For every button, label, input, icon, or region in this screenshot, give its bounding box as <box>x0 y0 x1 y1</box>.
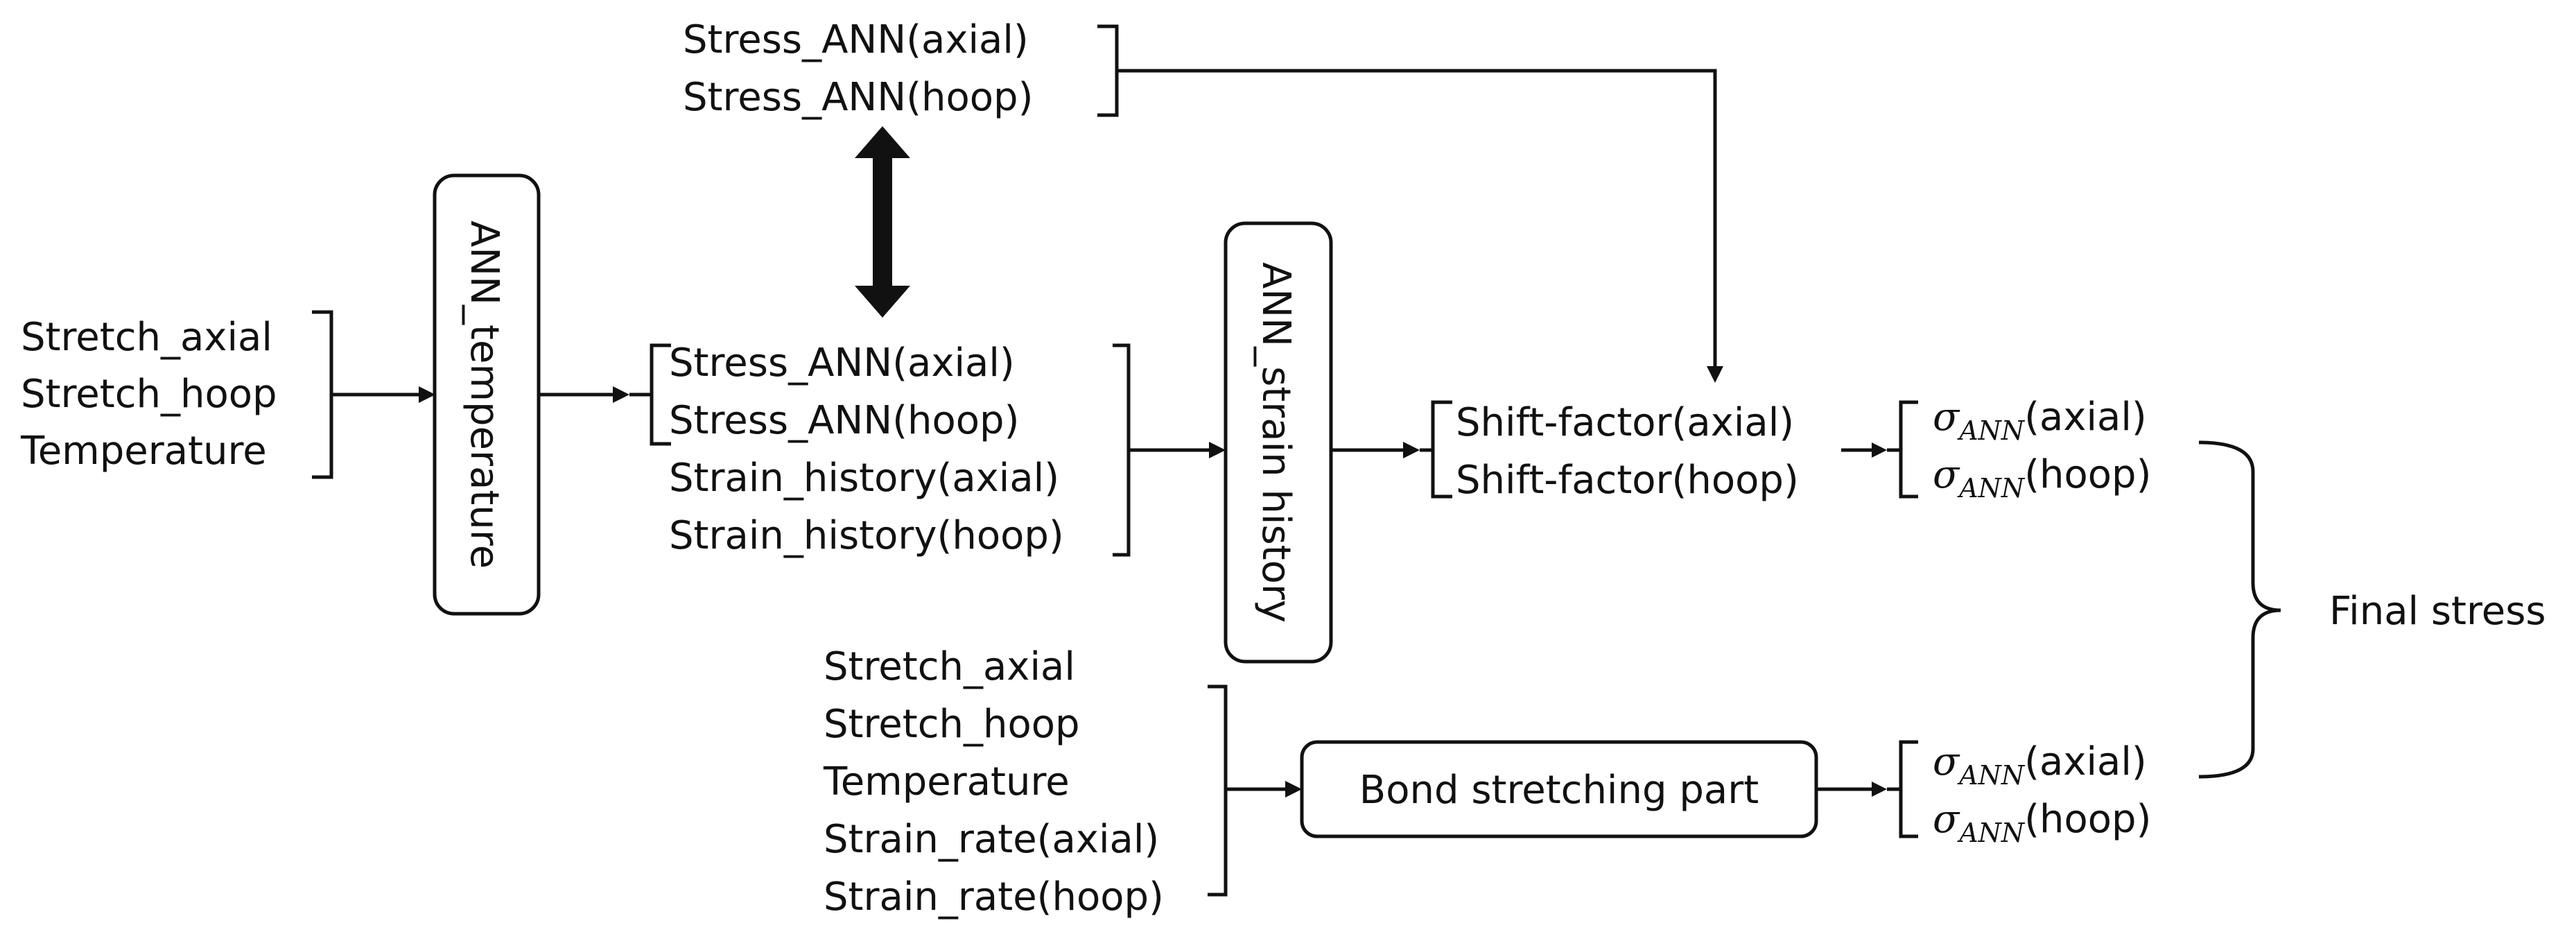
arrowhead-shift-factor-top <box>1707 366 1723 383</box>
middle-group-right-bracket <box>1113 343 1137 557</box>
final-stress-label: Final stress <box>2329 589 2546 634</box>
shift-factor-axial: Shift-factor(axial) <box>1456 400 1794 445</box>
input-stretch-hoop: Stretch_hoop <box>21 372 277 417</box>
top-outputs-bracket <box>1097 24 1717 368</box>
final-brace <box>2198 440 2281 779</box>
bond-input-strain-rate-axial: Strain_rate(axial) <box>824 817 1159 862</box>
shift-factors: Shift-factor(axial) Shift-factor(hoop) <box>1456 400 1799 503</box>
bond-input-stretch-axial: Stretch_axial <box>824 644 1075 689</box>
ann-strain-history-label: ANN_strain history <box>1253 262 1298 623</box>
top-outputs: Stress_ANN(axial) Stress_ANN(hoop) <box>683 17 1033 120</box>
sigma-lower: σANN(axial) σANN(hoop) <box>1933 739 2151 848</box>
top-stress-ann-hoop: Stress_ANN(hoop) <box>683 75 1033 120</box>
bond-stretching-label: Bond stretching part <box>1359 768 1759 813</box>
sigma-lower-left-bracket <box>1887 740 1918 838</box>
left-inputs: Stretch_axial Stretch_hoop Temperature <box>20 315 277 474</box>
sigma-lower-axial: σANN(axial) <box>1933 739 2147 791</box>
arrowhead-middle-group <box>613 386 629 403</box>
input-temperature: Temperature <box>20 429 267 474</box>
double-arrow <box>855 126 910 318</box>
arrowhead-ann-strain-history <box>1209 442 1226 458</box>
arrowhead-bond-box <box>1285 781 1302 798</box>
bond-input-strain-rate-hoop: Strain_rate(hoop) <box>824 874 1164 920</box>
ann-temperature-label: ANN_temperature <box>462 221 507 569</box>
sigma-upper-hoop: σANN(hoop) <box>1933 452 2151 503</box>
bond-inputs: Stretch_axial Stretch_hoop Temperature S… <box>823 644 1164 920</box>
left-inputs-bracket <box>312 310 340 479</box>
top-stress-ann-axial: Stress_ANN(axial) <box>683 17 1029 62</box>
bond-input-stretch-hoop: Stretch_hoop <box>824 702 1080 747</box>
arrowhead-shift-factors <box>1403 442 1420 458</box>
arrowhead-sigma-lower <box>1872 782 1887 797</box>
middle-strain-history-axial: Strain_history(axial) <box>669 456 1059 501</box>
sigma-upper: σANN(axial) σANN(hoop) <box>1933 395 2151 503</box>
shift-factor-hoop: Shift-factor(hoop) <box>1456 458 1799 503</box>
ann-strain-history-box <box>1224 221 1333 664</box>
middle-strain-history-hoop: Strain_history(hoop) <box>669 513 1064 558</box>
sigma-lower-hoop: σANN(hoop) <box>1933 797 2151 848</box>
middle-group: Stress_ANN(axial) Stress_ANN(hoop) Strai… <box>669 341 1064 558</box>
middle-stress-ann-axial: Stress_ANN(axial) <box>669 341 1015 386</box>
bond-inputs-bracket <box>1208 684 1234 897</box>
sigma-upper-axial: σANN(axial) <box>1933 395 2147 446</box>
bond-input-temperature: Temperature <box>823 759 1070 804</box>
arrowhead-ann-temperature <box>419 386 435 403</box>
middle-group-left-bracket <box>629 343 671 446</box>
input-stretch-axial: Stretch_axial <box>21 315 272 360</box>
middle-stress-ann-hoop: Stress_ANN(hoop) <box>669 398 1019 443</box>
arrowhead-sigma-upper <box>1872 442 1887 458</box>
sigma-upper-left-bracket <box>1887 400 1918 499</box>
shift-factors-left-bracket <box>1420 400 1452 499</box>
